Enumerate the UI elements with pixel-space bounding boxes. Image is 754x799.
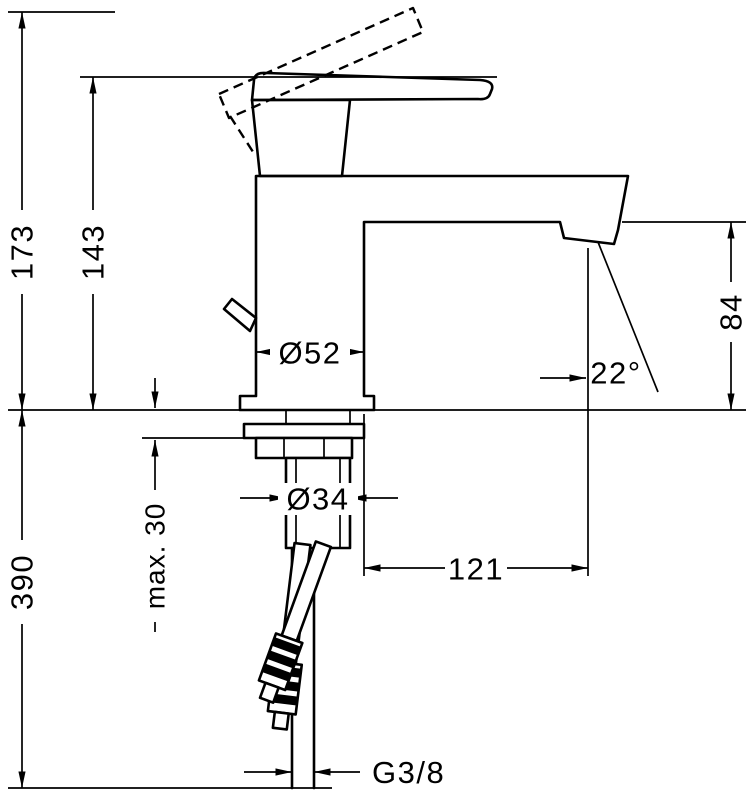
lever-raised-pivot-edge-dashed [228, 115, 257, 156]
dim-label-spray-angle: 22° [590, 356, 641, 391]
lever-handle [250, 71, 494, 102]
hose-stub [258, 681, 280, 704]
hose-nut-stripe [271, 637, 301, 656]
hose-nut-stripe [261, 663, 292, 682]
label-knockout [716, 282, 746, 342]
dim-label-total-height: 173 [5, 224, 40, 280]
label-knockout [78, 210, 108, 294]
pop-up-rod [222, 297, 258, 333]
dim-label-connection-thread: G3/8 [372, 755, 445, 790]
lever-handle-raised-dashed [217, 6, 425, 120]
dim-label-shank-diameter: Ø34 [286, 482, 349, 517]
hose-nut-stripe [266, 650, 297, 669]
faucet-body-outline [238, 174, 630, 412]
dim-label-max-counter-thickness: max. 30 [140, 503, 171, 610]
label-knockout [278, 483, 358, 515]
faucet [217, 6, 659, 790]
dim-label-spout-reach: 121 [448, 552, 504, 587]
mounting-washer [242, 422, 366, 440]
label-knockout [7, 540, 37, 624]
dimension-lines [18, 12, 735, 788]
dimension-labels: 173 143 390 84 max. 30 Ø52 Ø34 121 22° G… [5, 210, 749, 790]
dim-label-base-diameter: Ø52 [278, 336, 341, 371]
label-knockout [591, 357, 641, 387]
hose-stub [271, 710, 291, 731]
label-knockout [445, 553, 507, 585]
dim-label-outlet-height: 84 [714, 293, 749, 330]
extension-lines [8, 11, 746, 789]
label-knockout [270, 337, 350, 369]
supply-hose-connector-right [257, 540, 333, 704]
dim-label-height-to-spout-top: 143 [76, 224, 111, 280]
label-knockout [7, 210, 37, 294]
spray-angle-line [597, 241, 659, 393]
dim-label-length-below-deck: 390 [5, 554, 40, 610]
handle-base [250, 98, 352, 178]
mounting-nut [254, 436, 354, 460]
label-knockout [140, 490, 170, 622]
